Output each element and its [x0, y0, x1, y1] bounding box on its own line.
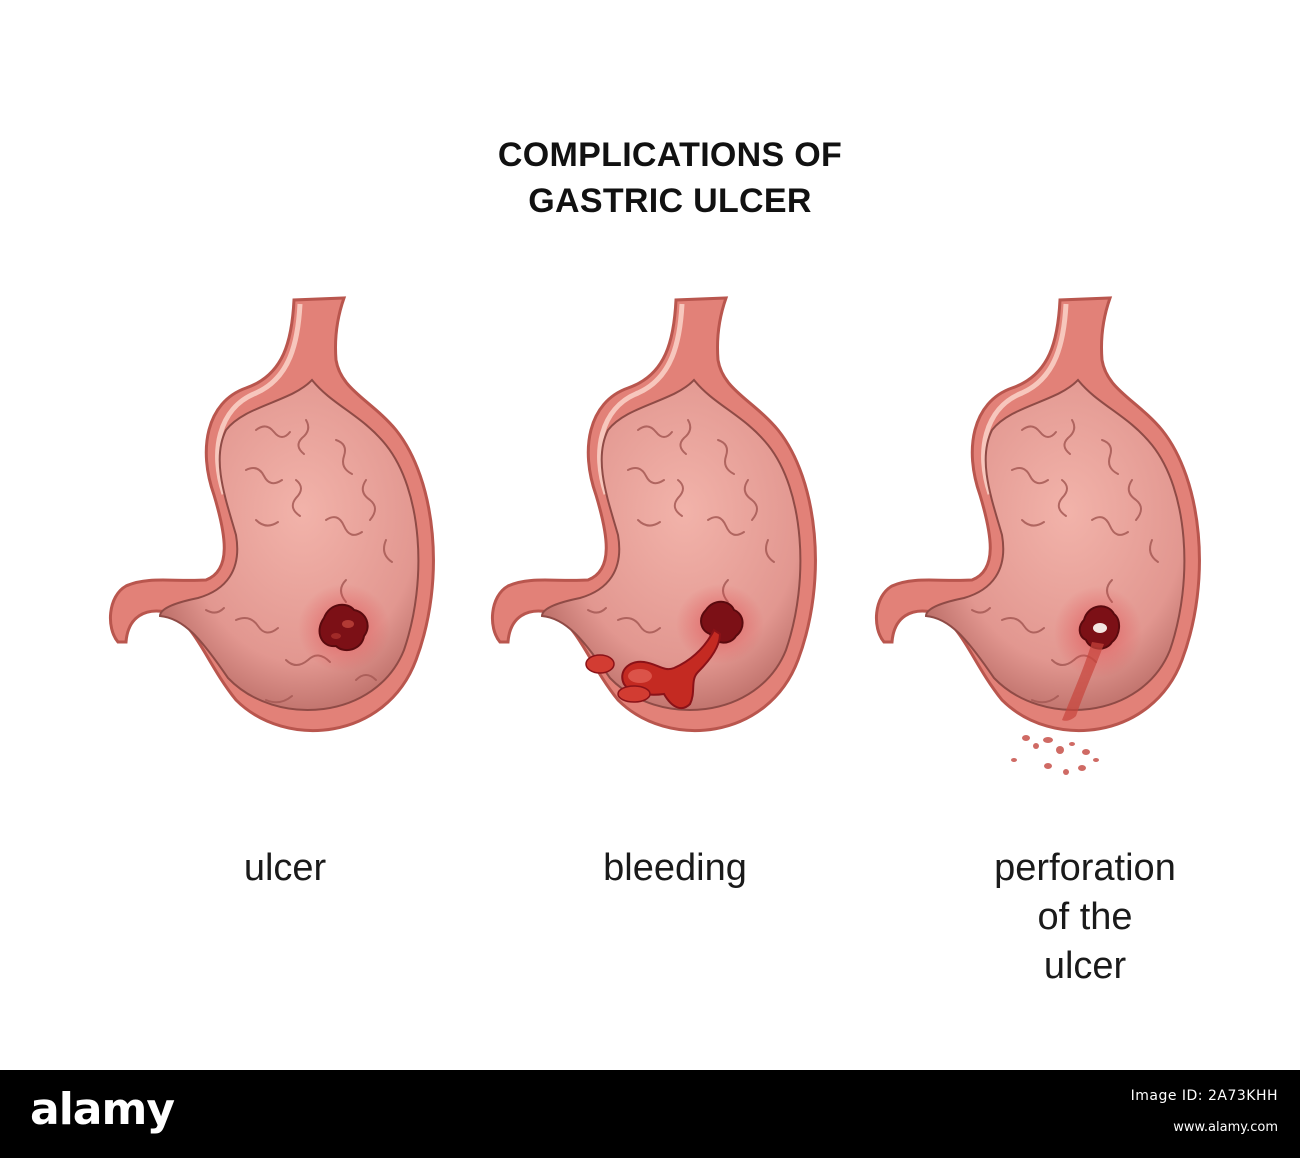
caption-perforation: perforation of the ulcer	[950, 844, 1220, 991]
diagram-title: COMPLICATIONS OF GASTRIC ULCER	[0, 132, 1300, 224]
caption-ulcer: ulcer	[200, 844, 370, 893]
blood-pool	[585, 654, 615, 674]
title-line-1: COMPLICATIONS OF	[497, 136, 843, 174]
alamy-logo: alamy	[30, 1084, 175, 1135]
caption-line: bleeding	[603, 847, 747, 889]
caption-line: perforation	[994, 847, 1176, 889]
footer-url: www.alamy.com	[1173, 1120, 1278, 1135]
perforation-tract	[1062, 642, 1104, 721]
ulcer-lesion	[700, 600, 744, 644]
title-line-2: GASTRIC ULCER	[528, 182, 812, 220]
caption-line: of the	[1037, 896, 1133, 938]
stomach-perforation-illustration	[874, 296, 1201, 775]
image-id: Image ID: 2A73KHH	[1130, 1088, 1278, 1104]
stomach-bleeding-illustration	[490, 296, 817, 733]
leaked-contents	[1011, 735, 1099, 775]
stomach-ulcer-illustration	[108, 296, 435, 733]
blood-pool	[617, 685, 651, 703]
perforation-hole	[1093, 623, 1107, 633]
gastric-folds	[587, 419, 775, 634]
watermark-footer: alamy Image ID: 2A73KHH www.alamy.com	[0, 1070, 1300, 1158]
caption-line: ulcer	[1043, 945, 1127, 987]
caption-bleeding: bleeding	[560, 844, 790, 893]
caption-line: ulcer	[243, 847, 327, 889]
ulcer-lesion	[318, 603, 369, 652]
